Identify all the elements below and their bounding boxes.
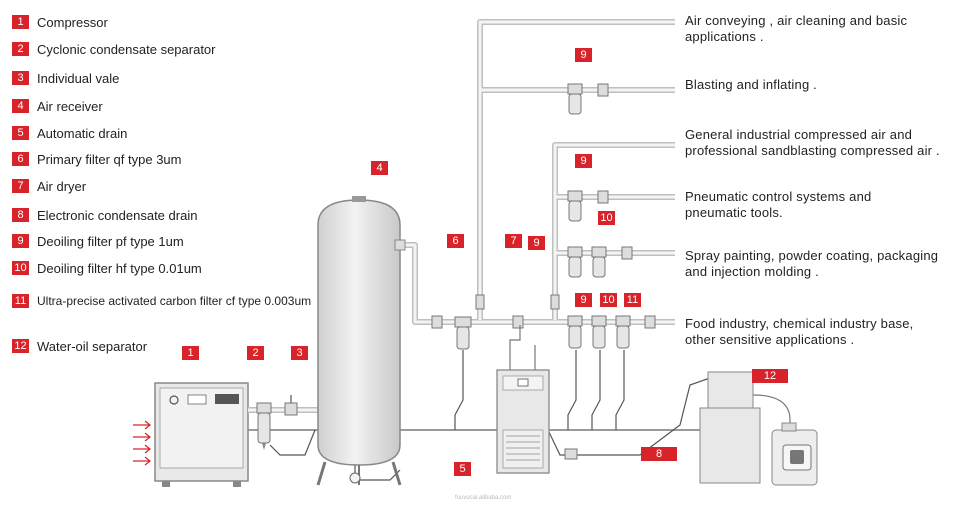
watermark-credit: fuuvucai.alibaba.com [455,495,512,501]
legend-label: Primary filter qf type 3um [37,151,182,167]
legend-item: 5 Automatic drain [12,125,127,141]
legend-badge: 3 [12,71,29,85]
legend-item: 10 Deoiling filter hf type 0.01um [12,260,202,276]
tag-automatic-drain: 5 [454,462,471,476]
deoiling-filters [567,83,633,349]
legend-label: Air dryer [37,178,87,194]
application-line: Food industry, chemical industry base, [685,316,914,331]
tag-cyclonic-separator: 2 [247,346,264,360]
application-label: Food industry, chemical industry base,ot… [685,316,913,348]
legend-item: 4 Air receiver [12,98,103,114]
legend-label: Water-oil separator [37,338,148,354]
application-line: professional sandblasting compressed air… [685,143,940,158]
legend-item: 3 Individual vale [12,70,119,86]
legend-item: 9 Deoiling filter pf type 1um [12,233,184,249]
legend-badge: 8 [12,208,29,222]
air-dryer [496,325,550,474]
legend-item: 2 Cyclonic condensate separator [12,41,216,57]
pipe-network [395,19,675,325]
application-label: Spray painting, powder coating, packagin… [685,248,938,280]
legend-label: Air receiver [37,98,103,114]
tag-primary-filter: 6 [447,234,464,248]
application-line: Spray painting, powder coating, packagin… [685,248,939,263]
main-valves [431,315,656,329]
legend-label: Cyclonic condensate separator [37,41,216,57]
legend-label: Deoiling filter hf type 0.01um [37,260,202,276]
tag-compressor: 1 [182,346,199,360]
tag-carbon-filter: 11 [624,293,641,307]
legend-label: Automatic drain [37,125,128,141]
application-line: applications . [685,29,764,44]
legend-label: Individual vale [37,70,120,86]
legend-item: 12 Water-oil separator [12,338,147,354]
inlet-arrows [133,420,151,466]
tag-deoiling-filter-hf: 10 [598,211,615,225]
application-line: General industrial compressed air and [685,127,913,142]
legend-item: 6 Primary filter qf type 3um [12,151,182,167]
legend-label: Ultra-precise activated carbon filter cf… [37,294,312,308]
electronic-drain [564,448,578,460]
legend-item: 7 Air dryer [12,178,86,194]
tag-deoiling-filter-hf: 10 [600,293,617,307]
tag-individual-valve: 3 [291,346,308,360]
drain-lines [269,350,711,481]
legend-item: 8 Electronic condensate drain [12,207,197,223]
legend-badge: 5 [12,126,29,140]
legend-badge: 11 [12,294,29,308]
air-receiver-tank [316,196,406,486]
legend-item: 11 Ultra-precise activated carbon filter … [12,293,311,309]
application-line: Blasting and inflating . [685,77,817,92]
legend-label: Deoiling filter pf type 1um [37,233,184,249]
legend-badge: 9 [12,234,29,248]
tag-air-dryer: 7 [505,234,522,248]
tag-deoiling-filter: 9 [528,236,545,250]
legend-badge: 7 [12,179,29,193]
compressor [133,382,249,487]
legend-badge: 2 [12,42,29,56]
tag-deoiling-filter: 9 [575,154,592,168]
legend-label: Compressor [37,14,108,30]
water-oil-separator [699,371,818,486]
legend-label: Electronic condensate drain [37,207,198,223]
cyclonic-separator [256,402,272,450]
legend-badge: 1 [12,15,29,29]
tag-deoiling-filter: 9 [575,293,592,307]
application-line: Pneumatic control systems and [685,189,872,204]
application-line: other sensitive applications . [685,332,855,347]
legend-badge: 4 [12,99,29,113]
tag-water-oil-separator: 12 [752,369,788,383]
tag-deoiling-filter: 9 [575,48,592,62]
application-line: Air conveying , air cleaning and basic [685,13,908,28]
tag-air-receiver: 4 [371,161,388,175]
legend-badge: 12 [12,339,29,353]
legend-item: 1 Compressor [12,14,108,30]
legend-badge: 6 [12,152,29,166]
individual-valve [284,395,298,416]
application-label: Blasting and inflating . [685,77,817,93]
primary-filter [454,316,472,350]
tag-electronic-drain: 8 [641,447,677,461]
application-line: pneumatic tools. [685,205,783,220]
legend-badge: 10 [12,261,29,275]
application-line: and injection molding . [685,264,819,279]
